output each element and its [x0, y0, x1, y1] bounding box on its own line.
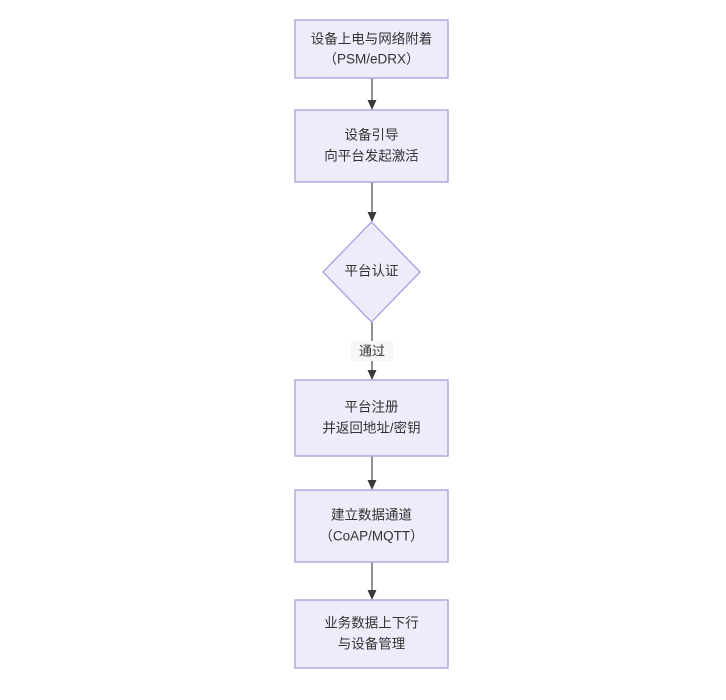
node-label-line1: 建立数据通道 — [331, 508, 412, 523]
node-label-line1: 平台注册 — [345, 400, 399, 415]
node-label-line1: 设备上电与网络附着 — [311, 31, 433, 47]
node-platform-authentication[interactable]: 平台认证 — [322, 220, 421, 324]
node-device-bootstrap[interactable]: 设备引导 向平台发起激活 — [294, 109, 449, 183]
connector-n1-n2 — [367, 78, 377, 110]
connector-n5-n6 — [367, 562, 377, 600]
connector-n4-n5 — [367, 456, 377, 490]
node-business-data-management[interactable]: 业务数据上下行 与设备管理 — [294, 599, 449, 669]
connector-n2-n3 — [367, 182, 377, 222]
node-label-line2: 并返回地址/密钥 — [322, 420, 420, 436]
node-device-power-on[interactable]: 设备上电与网络附着 （PSM/eDRX） — [294, 19, 449, 79]
connector-n3-n4: 通过 — [351, 322, 393, 380]
node-label-line1: 业务数据上下行 — [324, 616, 419, 631]
node-label-line2: （PSM/eDRX） — [323, 52, 419, 67]
node-label-line1: 平台认证 — [345, 264, 399, 279]
node-label-line2: 与设备管理 — [338, 636, 406, 652]
node-platform-registration[interactable]: 平台注册 并返回地址/密钥 — [294, 379, 449, 457]
edge-label-pass: 通过 — [359, 343, 385, 358]
node-label-line1: 设备引导 — [345, 127, 399, 143]
node-label-line2: 向平台发起激活 — [324, 149, 419, 164]
node-label-line2: （CoAP/MQTT） — [319, 529, 423, 544]
node-data-channel[interactable]: 建立数据通道 （CoAP/MQTT） — [294, 489, 449, 563]
